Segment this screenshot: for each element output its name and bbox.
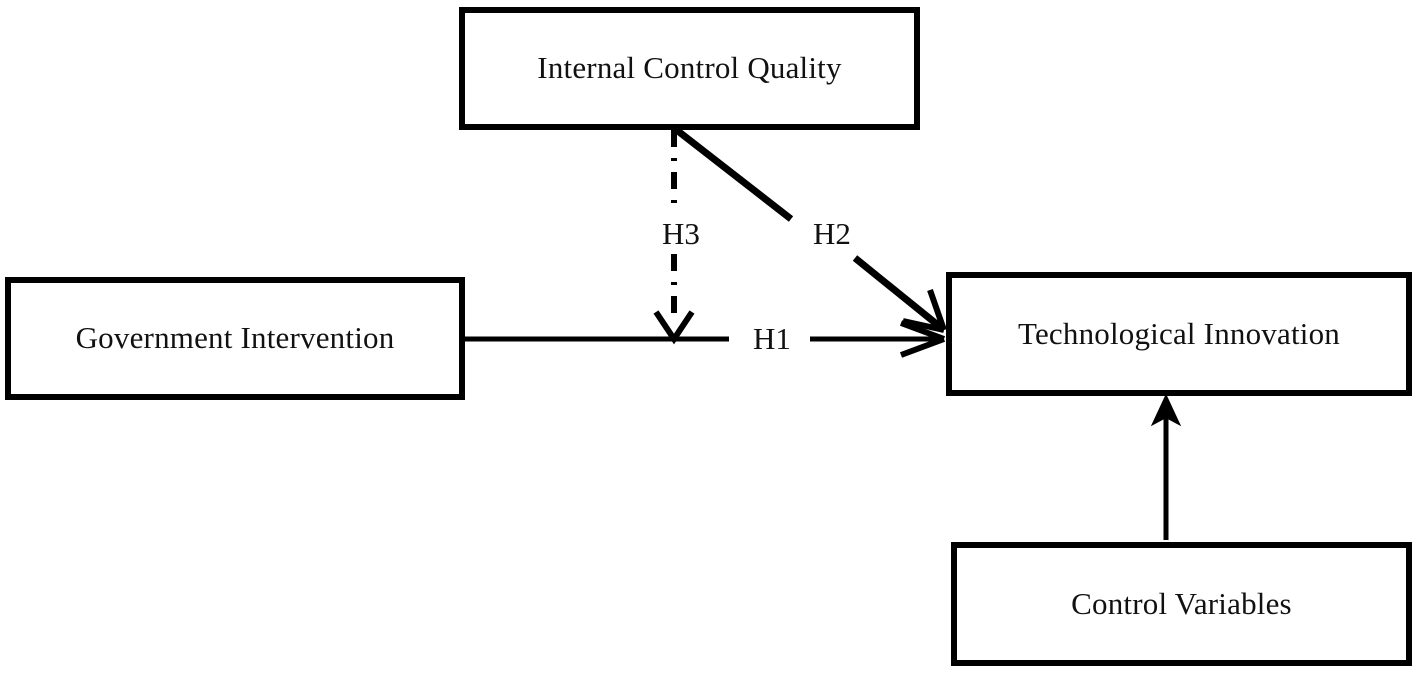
edge-controls-to-dv[interactable]	[1150, 393, 1182, 540]
node-government-intervention-label: Government Intervention	[75, 320, 395, 356]
node-internal-control-quality-label: Internal Control Quality	[537, 50, 842, 86]
edge-label-h3: H3	[657, 218, 705, 249]
node-technological-innovation-label: Technological Innovation	[1017, 315, 1340, 351]
node-control-variables[interactable]: Control Variables	[951, 542, 1412, 666]
edge-h2-segment-upper[interactable]	[671, 125, 794, 222]
node-technological-innovation[interactable]: Technological Innovation	[946, 272, 1412, 396]
edge-h3-arrowhead	[653, 310, 695, 345]
edge-h1[interactable]	[465, 320, 946, 358]
edge-label-h2: H2	[808, 218, 856, 249]
node-government-intervention[interactable]: Government Intervention	[5, 277, 465, 400]
node-control-variables-label: Control Variables	[1071, 585, 1292, 621]
edge-label-h1: H1	[748, 323, 796, 354]
node-internal-control-quality[interactable]: Internal Control Quality	[459, 7, 920, 130]
edge-h2-segment-lower[interactable]	[852, 255, 947, 333]
